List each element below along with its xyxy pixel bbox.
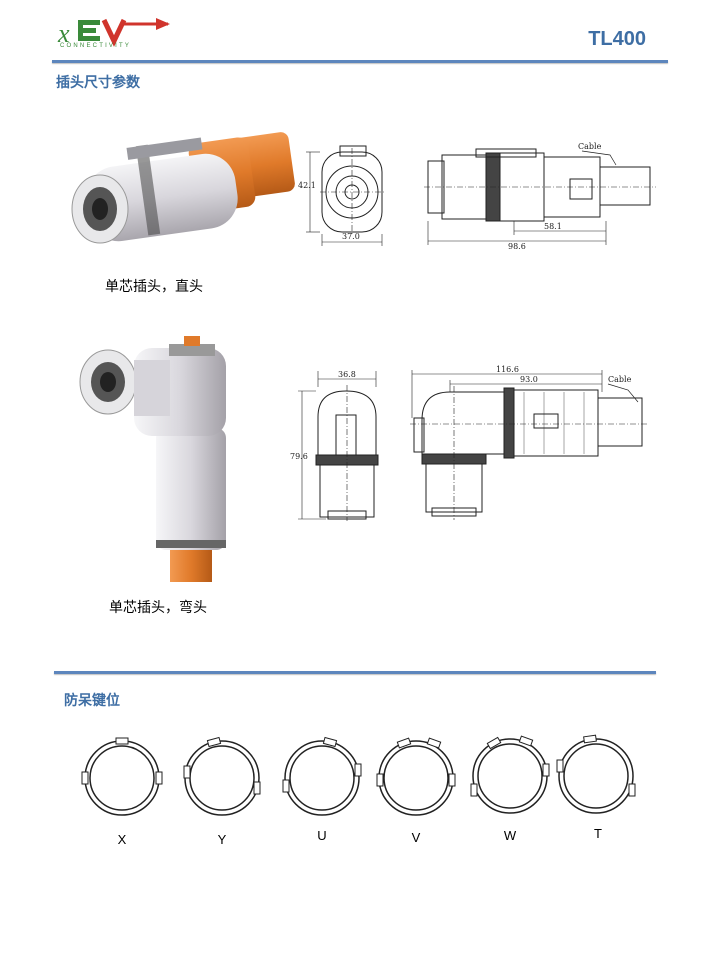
section-title-keying: 防呆键位	[64, 693, 120, 709]
svg-text:x: x	[57, 19, 70, 48]
dim-angled-side-partial: 93.0	[520, 375, 538, 384]
xev-logo-graphic: x	[57, 18, 170, 48]
dim-angled-side-total: 116.6	[496, 365, 519, 374]
key-ring-w	[470, 735, 550, 814]
section-title-dimensions: 插头尺寸参数	[56, 75, 140, 91]
dim-angled-front-width: 36.8	[338, 370, 356, 379]
angled-front-view-drawing: 36.8 79.6	[290, 370, 379, 521]
caption-angled-plug: 单芯插头，弯头	[109, 600, 207, 616]
key-label-v: V	[411, 830, 421, 845]
header-divider	[52, 60, 668, 63]
key-ring-u	[282, 736, 362, 816]
dim-straight-front-width: 37.0	[342, 232, 360, 241]
dim-straight-side-partial: 58.1	[544, 222, 562, 231]
label-straight-cable: Cable	[578, 142, 602, 151]
key-ring-v	[376, 737, 456, 816]
key-ring-x	[81, 737, 163, 816]
keying-row: X Y U V W T	[0, 730, 720, 850]
key-ring-t	[556, 734, 636, 814]
model-number: TL400	[588, 28, 646, 50]
dim-angled-front-height: 79.6	[290, 452, 308, 461]
caption-straight-plug: 单芯插头，直头	[105, 279, 203, 295]
key-label-u: U	[317, 828, 327, 843]
key-ring-y	[183, 736, 261, 816]
label-angled-cable: Cable	[608, 375, 632, 384]
xev-logo: x	[56, 14, 176, 54]
angled-plug-photo	[79, 336, 226, 582]
angled-side-view-drawing: 116.6 93.0 Cable	[410, 365, 648, 520]
section-divider	[54, 671, 656, 674]
straight-plug-photo	[71, 132, 295, 244]
key-label-x: X	[117, 832, 127, 847]
dim-straight-side-total: 98.6	[508, 242, 526, 251]
straight-front-view-drawing: 42.1 37.0	[298, 145, 386, 246]
key-label-t: T	[594, 826, 602, 841]
logo-subtitle: CONNECTIVITY	[60, 43, 132, 49]
dim-straight-front-height: 42.1	[298, 181, 316, 190]
key-label-y: Y	[217, 832, 227, 847]
key-label-w: W	[503, 828, 517, 843]
straight-side-view-drawing: Cable 58.1 98.6	[424, 142, 656, 251]
